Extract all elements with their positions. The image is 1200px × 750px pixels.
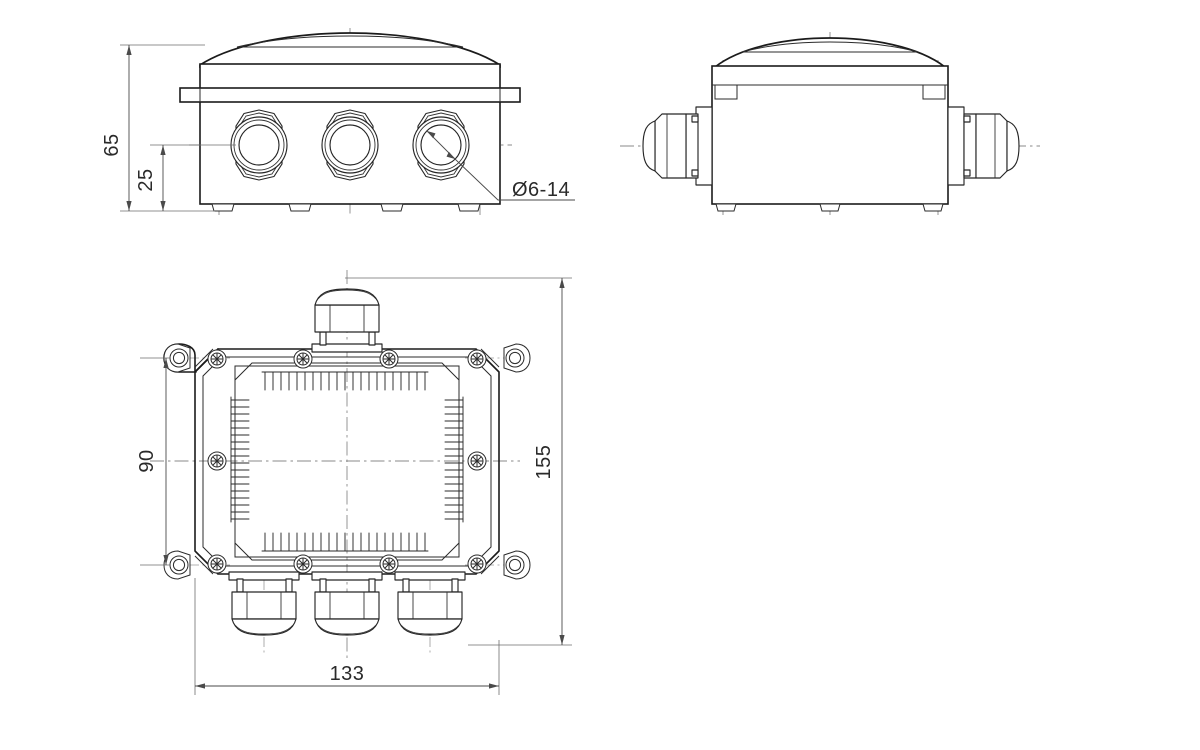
- plan-corner-flats: [194, 348, 500, 575]
- side-corner-lug-left: [714, 84, 738, 100]
- dim-65-group: 65: [101, 44, 215, 212]
- plan-cover-screws: [207, 349, 487, 574]
- front-feet: [211, 203, 481, 212]
- plan-mounting-ear-bottom-right: [503, 550, 531, 580]
- dim-90-group: 90: [136, 357, 170, 566]
- dim-label-25: 25: [135, 168, 157, 191]
- front-lid-inner-line: [236, 35, 464, 48]
- plan-ribs-right: [444, 396, 464, 523]
- plan-gland-top: [311, 288, 383, 353]
- side-feet: [715, 203, 944, 212]
- side-lid-inner-line: [741, 41, 919, 53]
- plan-cover-inner: [234, 362, 460, 561]
- plan-gland-bottom-2: [311, 571, 383, 636]
- side-corner-lug-right: [922, 84, 946, 100]
- plan-ribs-left: [230, 396, 250, 523]
- dim-label-90: 90: [136, 449, 158, 472]
- plan-gland-bottom-1: [228, 571, 300, 636]
- plan-view: 90 155 133: [136, 270, 572, 695]
- screw: [467, 349, 487, 369]
- dim-label-133: 133: [330, 663, 365, 685]
- front-lid-dome: [199, 32, 501, 68]
- dim-25-group: 25: [135, 144, 236, 211]
- diameter-leader: [426, 130, 575, 201]
- screw: [207, 554, 227, 574]
- plan-gland-bottom-3: [394, 571, 466, 636]
- screw: [379, 554, 399, 574]
- screw: [379, 349, 399, 369]
- side-lid-dome: [714, 37, 946, 70]
- dim-155-group: 155: [345, 277, 572, 646]
- front-gland-2: [321, 109, 379, 181]
- plan-ribs-top: [261, 371, 429, 391]
- side-body-outline: [711, 65, 949, 205]
- side-gland-right: [947, 106, 1020, 186]
- dim-label-d614: Ø6-14: [512, 179, 570, 201]
- side-view: [620, 32, 1040, 215]
- dim-133-group: 133: [194, 578, 500, 695]
- screw: [293, 349, 313, 369]
- dim-label-65: 65: [101, 133, 123, 156]
- screw: [293, 554, 313, 574]
- screw: [207, 451, 227, 471]
- front-flange-band: [179, 87, 521, 103]
- dim-label-155: 155: [533, 445, 555, 480]
- plan-mounting-ear-top-right: [503, 343, 531, 373]
- plan-mounting-ear-top-left: [163, 343, 219, 373]
- plan-ribs-bottom: [261, 532, 429, 552]
- side-gland-left: [642, 106, 713, 186]
- screw: [467, 554, 487, 574]
- screw: [207, 349, 227, 369]
- screw: [467, 451, 487, 471]
- front-view: Ø6-14 65 25: [101, 28, 575, 215]
- plan-mounting-ear-bottom-left: [163, 550, 191, 580]
- front-gland-1: [230, 109, 288, 181]
